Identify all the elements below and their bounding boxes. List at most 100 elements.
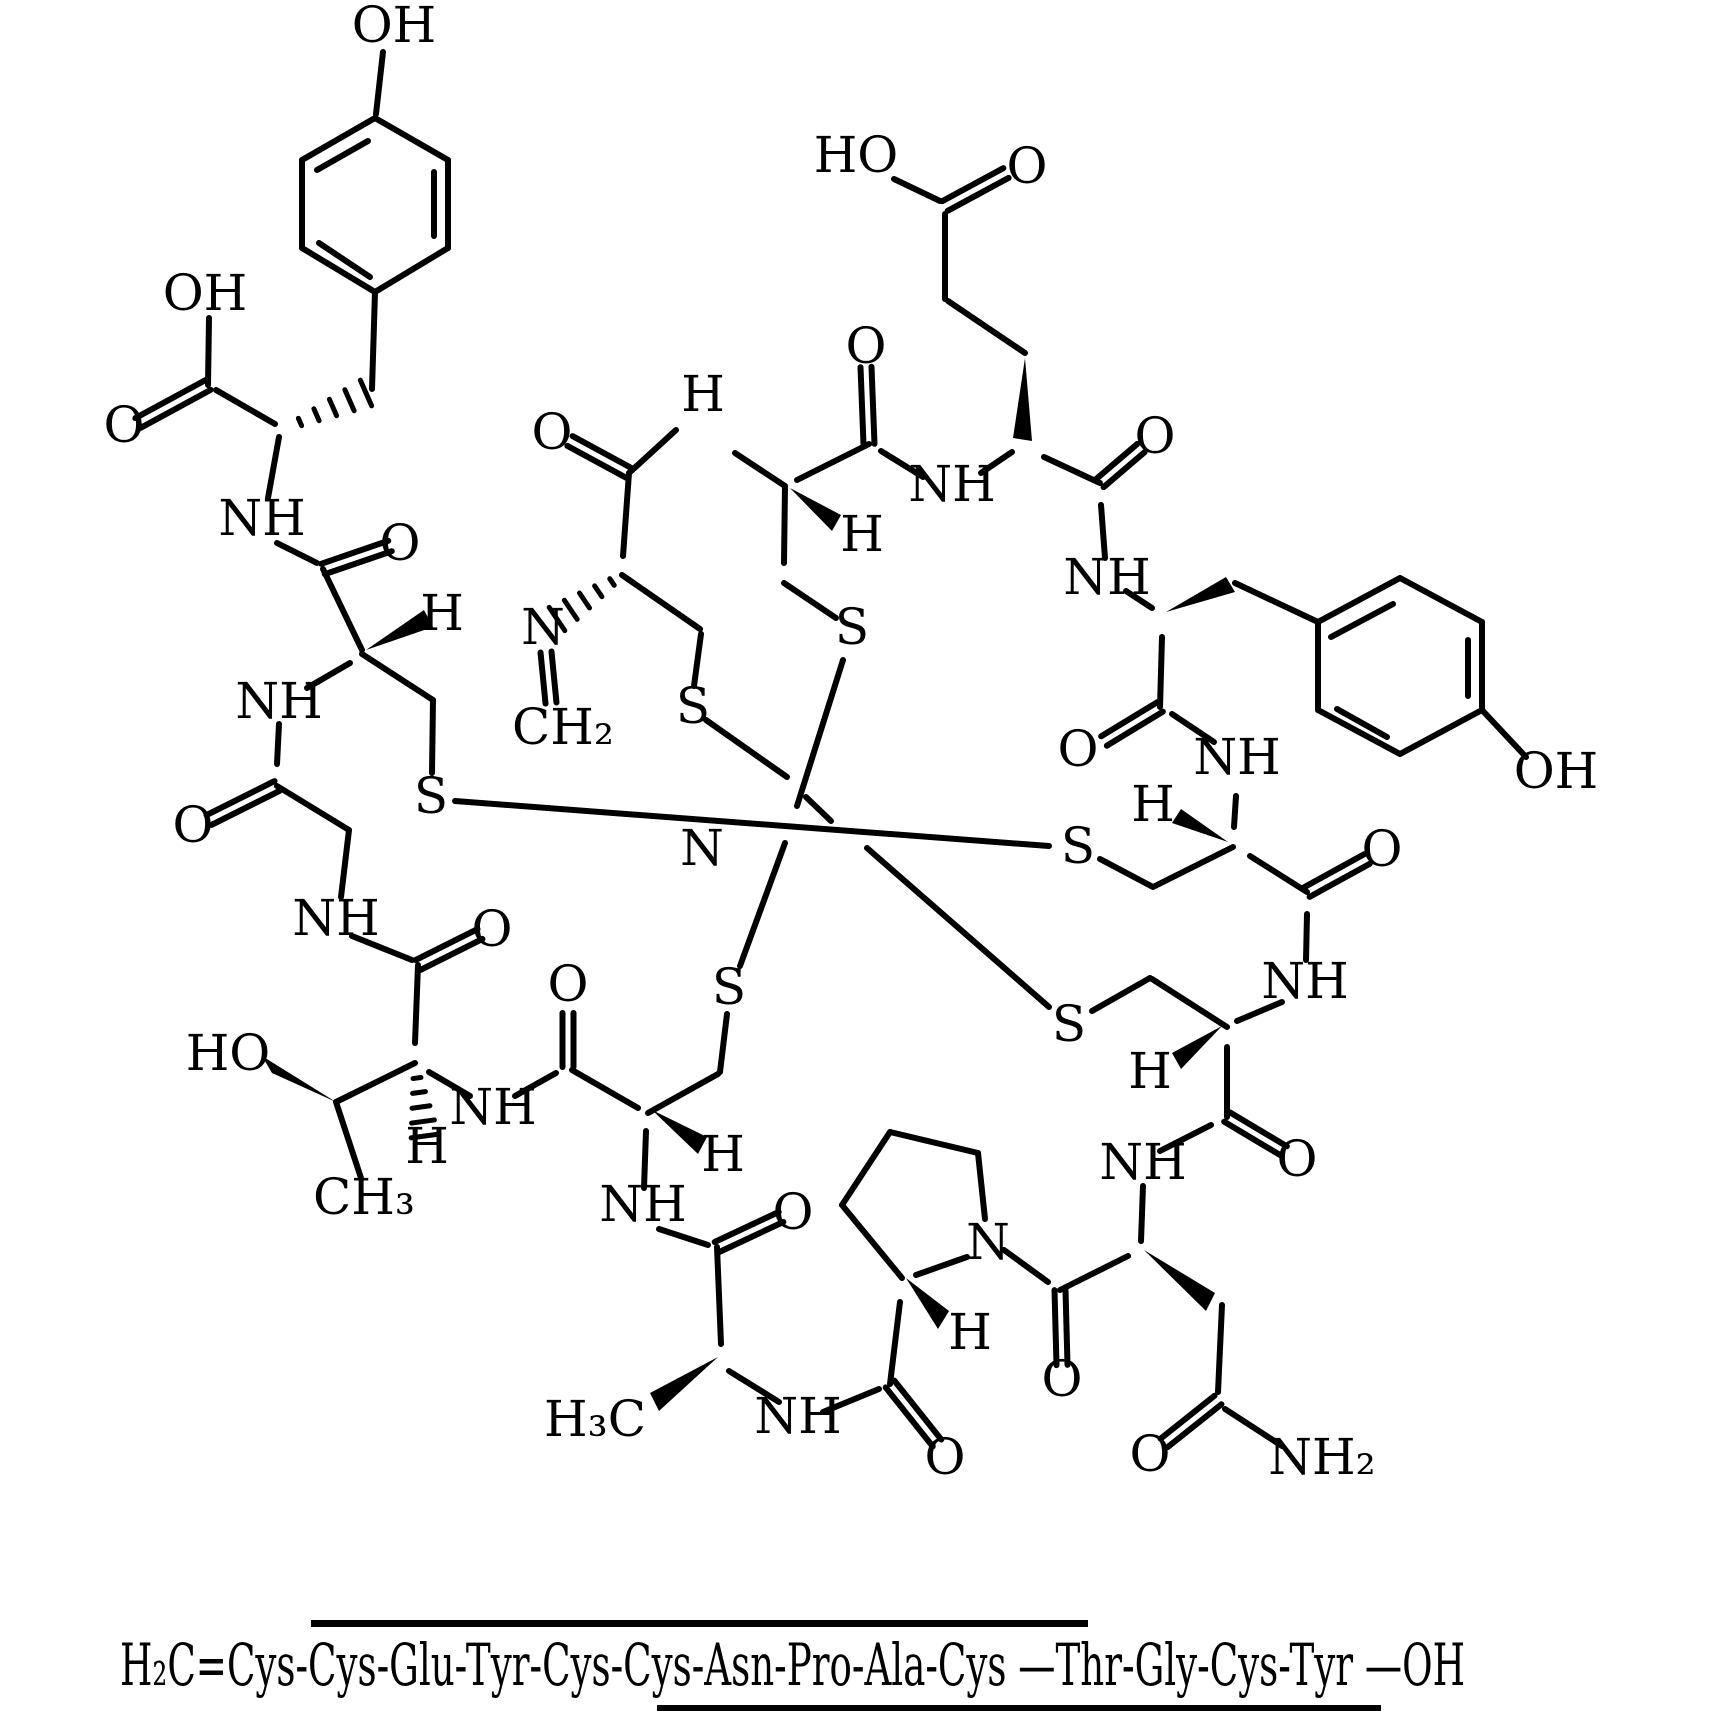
bond xyxy=(1098,699,1161,740)
atom-label: NH xyxy=(908,455,995,513)
bond xyxy=(318,537,392,567)
atom-label: O xyxy=(1130,1425,1171,1483)
bond xyxy=(1041,454,1103,486)
bond xyxy=(372,245,451,295)
wedge-bond xyxy=(1172,809,1228,842)
atom-label: H₃C xyxy=(544,1390,646,1448)
bond xyxy=(409,1117,437,1126)
atom-label: OH xyxy=(352,0,437,54)
atom-label: O xyxy=(1058,720,1099,778)
wedge-bond xyxy=(906,1278,949,1329)
atom-label: NH xyxy=(599,1175,686,1233)
bond xyxy=(803,794,834,824)
bond xyxy=(1221,1118,1285,1159)
bond xyxy=(349,933,415,963)
bond xyxy=(429,697,436,776)
atom-label: O xyxy=(472,900,513,958)
bond xyxy=(1306,860,1373,900)
bond xyxy=(1226,1109,1290,1150)
wedge-bond xyxy=(1166,577,1235,612)
atom-label: NH xyxy=(1261,952,1348,1010)
bond xyxy=(1152,844,1236,889)
bond xyxy=(208,787,283,828)
bond xyxy=(1315,575,1403,625)
bond xyxy=(732,450,788,489)
bond xyxy=(641,1128,649,1191)
atom-label: H xyxy=(681,365,725,423)
bond xyxy=(1138,1183,1146,1244)
bond xyxy=(564,442,630,481)
bond xyxy=(726,1368,782,1405)
bond xyxy=(410,1074,424,1082)
bond xyxy=(794,657,846,809)
bond xyxy=(945,298,1028,356)
bond xyxy=(369,289,378,392)
bond xyxy=(1215,1302,1225,1395)
bond xyxy=(857,364,867,448)
bond xyxy=(887,1299,903,1387)
bond xyxy=(1157,634,1165,710)
atom-label: S xyxy=(835,598,869,656)
wedge-bond xyxy=(650,1357,718,1411)
bond xyxy=(342,387,357,414)
atom-label: O xyxy=(532,403,573,461)
bond xyxy=(316,240,373,280)
bond xyxy=(626,427,679,476)
bond xyxy=(891,176,943,204)
bond xyxy=(132,377,209,422)
bond xyxy=(213,387,278,427)
bond xyxy=(311,406,322,424)
bond xyxy=(781,580,839,621)
wedge-bond xyxy=(366,610,433,650)
bond xyxy=(717,1011,730,1075)
atom-label: H xyxy=(405,1117,449,1175)
atom-label: S xyxy=(676,677,710,735)
atom-label: O xyxy=(1362,820,1403,878)
atom-label: NH₂ xyxy=(1268,1428,1375,1486)
bond xyxy=(1103,708,1166,749)
atom-label: H xyxy=(701,1125,745,1183)
wedge-bond xyxy=(652,1110,707,1154)
bond xyxy=(868,363,878,447)
bond xyxy=(274,721,282,767)
bond xyxy=(548,648,560,706)
bond xyxy=(321,548,395,578)
bond xyxy=(781,483,788,566)
atom-label: O xyxy=(846,317,887,375)
atom-label: H xyxy=(1128,1042,1172,1100)
atom-label: NH xyxy=(1063,548,1150,606)
bond xyxy=(939,165,1007,205)
bond xyxy=(320,566,365,653)
bond xyxy=(274,540,320,566)
bond xyxy=(333,1060,418,1105)
bond xyxy=(1328,601,1396,640)
atom-label: O xyxy=(548,955,589,1013)
atom-label: O xyxy=(773,1183,814,1241)
bond xyxy=(359,651,436,703)
bond xyxy=(452,798,1052,849)
bond xyxy=(1097,856,1156,890)
bond xyxy=(265,434,282,501)
bond xyxy=(569,1067,641,1111)
bond xyxy=(372,115,451,163)
atom-label: S xyxy=(414,767,448,825)
bond xyxy=(338,827,352,900)
bond xyxy=(878,448,926,480)
bond xyxy=(1301,851,1368,891)
atom-label: H xyxy=(948,1303,992,1361)
atom-label: CH₃ xyxy=(313,1168,415,1226)
bond xyxy=(205,315,212,388)
bond xyxy=(304,660,353,691)
atom-label: N xyxy=(521,598,565,656)
atom-label: OH xyxy=(1514,742,1599,800)
bond xyxy=(1234,999,1285,1024)
bond xyxy=(576,590,593,611)
bond xyxy=(714,1244,724,1347)
atom-label: N xyxy=(680,819,724,877)
bond xyxy=(1231,793,1239,830)
bond xyxy=(711,1209,782,1246)
bond xyxy=(839,1202,905,1281)
bond xyxy=(839,1129,893,1208)
bond xyxy=(944,174,1012,214)
